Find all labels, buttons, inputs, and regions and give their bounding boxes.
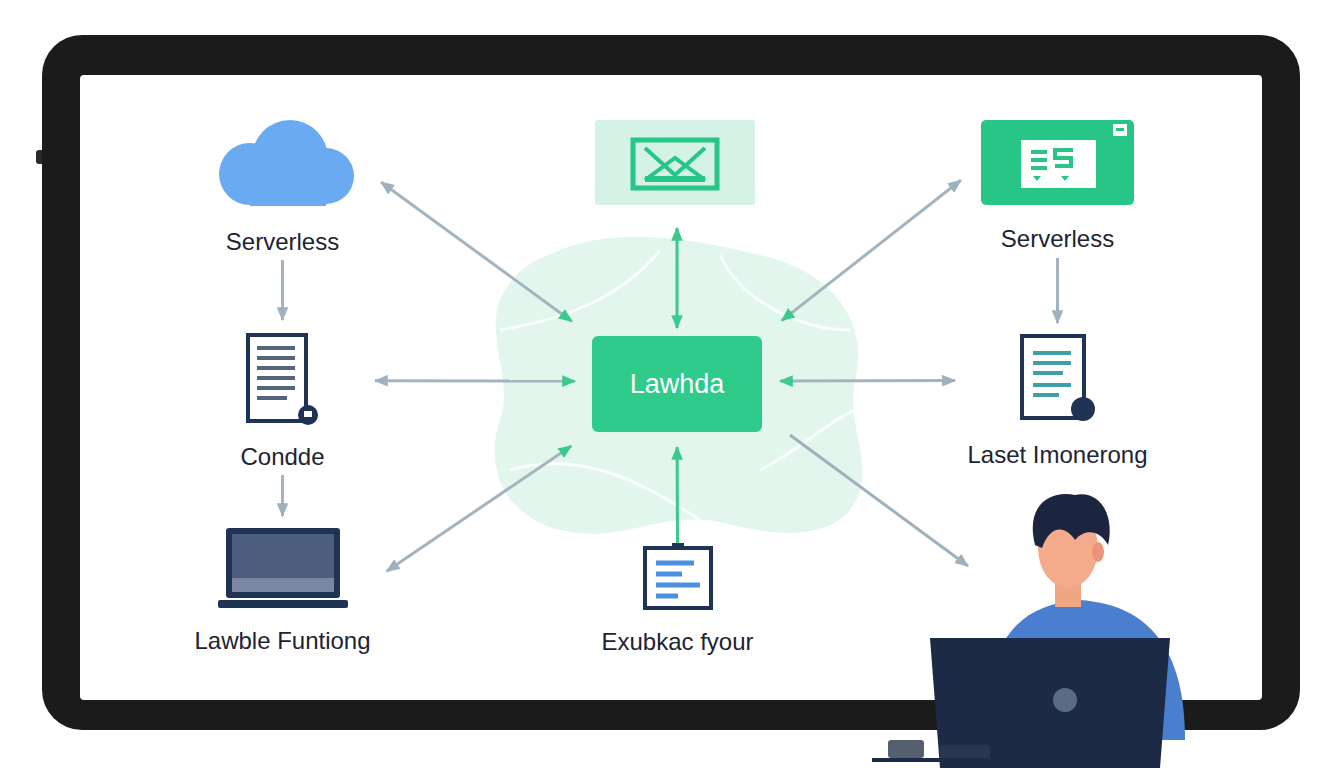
icon-bar — [645, 176, 705, 182]
node-label: Condde — [240, 443, 324, 471]
icon-shape — [656, 561, 694, 566]
icon-shape — [1033, 383, 1071, 387]
icon-shape — [1033, 176, 1069, 181]
icon-shape — [226, 528, 340, 598]
hair — [1033, 494, 1110, 548]
node-label: Exubkac fyour — [601, 628, 753, 656]
icon-shape — [981, 120, 1134, 205]
smalldoc-icon — [642, 543, 714, 611]
icon-shape — [656, 572, 682, 577]
icon-shape — [645, 548, 711, 608]
connector-arrow — [782, 180, 961, 320]
icon-shape — [257, 366, 295, 370]
desk-line — [872, 758, 1072, 762]
process-box: Lawhda — [592, 336, 762, 432]
connector-arrow — [281, 260, 284, 320]
icon-shape — [257, 386, 295, 390]
leader-arrow — [676, 228, 679, 328]
node-label: Laset Imonerong — [967, 441, 1147, 469]
icon-node: Lawble Funtiong — [180, 528, 385, 655]
icon-shape — [257, 396, 287, 400]
icon-shape — [298, 405, 318, 425]
icon-shape — [656, 594, 678, 599]
connector-arrow — [375, 379, 575, 382]
top-icon — [595, 120, 755, 205]
icon-shape — [250, 168, 326, 206]
connector-arrow — [381, 182, 572, 321]
icon-shape — [1021, 140, 1096, 188]
icon-shape — [1033, 393, 1059, 397]
icon-node: Laset Imonerong — [955, 333, 1160, 469]
icon-shape — [1033, 353, 1071, 395]
icon-shape — [1031, 150, 1047, 154]
laptop-icon — [218, 528, 348, 610]
icon-shape — [1031, 166, 1047, 170]
icon-shape — [1113, 124, 1127, 136]
icon-glyph — [645, 148, 705, 180]
docdot-icon — [1019, 333, 1097, 423]
icon-shape — [656, 583, 700, 588]
connector-arrow — [387, 446, 572, 571]
connector-arrow — [780, 379, 955, 383]
icon-shape — [218, 600, 348, 608]
connector-arrow — [1056, 258, 1059, 323]
icon-shape — [1033, 351, 1071, 355]
icon-shape — [232, 534, 334, 578]
icon-node: Serverless — [975, 120, 1140, 253]
icon-panel — [595, 120, 755, 205]
icon-shape — [656, 563, 700, 596]
cloud-icon — [210, 118, 355, 206]
icon-shape — [248, 335, 306, 421]
node-label: Serverless — [226, 228, 339, 256]
coffee-cup — [888, 740, 924, 758]
greenbox-icon — [981, 120, 1134, 205]
icon-shape — [257, 346, 295, 350]
icon-shape — [1033, 361, 1071, 365]
connector-arrow — [281, 475, 284, 516]
node-label: Lawble Funtiong — [194, 627, 370, 655]
ear — [1092, 542, 1104, 562]
node-label: Serverless — [1001, 225, 1114, 253]
laptop-logo — [1053, 688, 1077, 712]
icon-shape — [1071, 397, 1095, 421]
hand — [940, 745, 990, 759]
icon-shape — [1116, 128, 1124, 131]
doclock-icon — [245, 332, 320, 427]
node-label: Lawhda — [630, 368, 725, 400]
icon-node: Exubkac fyour — [580, 543, 775, 656]
connector-arrow — [676, 447, 679, 543]
icon-shape — [219, 120, 354, 206]
icon-node: Serverless — [200, 118, 365, 256]
laptop — [930, 638, 1170, 768]
icon-shape — [1055, 150, 1073, 166]
icon-node: Condde — [210, 332, 355, 471]
icon-shape — [1031, 158, 1047, 162]
icon-shape — [304, 411, 312, 417]
icon-shape — [257, 376, 295, 380]
icon-shape — [232, 578, 334, 592]
icon-frame — [633, 140, 717, 188]
icon-shape — [257, 356, 295, 360]
leader-arrow — [790, 435, 968, 566]
icon-shape — [1033, 371, 1063, 375]
icon-shape — [257, 348, 295, 398]
